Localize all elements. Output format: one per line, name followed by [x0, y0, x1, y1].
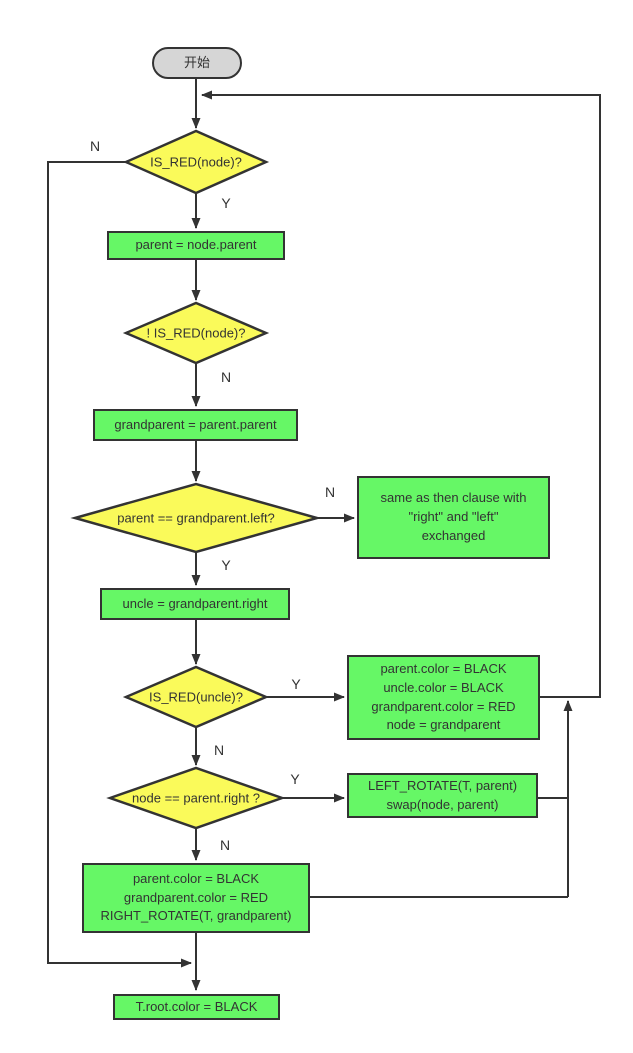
process-recolor: parent.color = BLACK uncle.color = BLACK…: [347, 655, 540, 740]
decision-node-is-right: [106, 766, 286, 830]
process-same-as-then-clause: same as then clause with "right" and "le…: [357, 476, 550, 559]
edge-label-d3-yes: Y: [221, 557, 231, 573]
edge-label-d1-yes: Y: [221, 195, 231, 211]
edge-d1-no: [47, 161, 192, 968]
edge-label-d4-yes: Y: [291, 676, 301, 692]
edge-label-d5-no: N: [219, 837, 231, 853]
decision-parent-is-left: [70, 482, 322, 554]
decision-parent-is-left-label: parent == grandparent.left?: [117, 510, 275, 526]
decision-is-red-node-label: IS_RED(node)?: [150, 154, 242, 170]
edge-label-d1-no: N: [89, 138, 101, 154]
process-root-black: T.root.color = BLACK: [113, 994, 280, 1020]
process-set-uncle: uncle = grandparent.right: [100, 588, 290, 620]
decision-is-red-node: [122, 129, 270, 195]
process-left-rotate: LEFT_ROTATE(T, parent) swap(node, parent…: [347, 773, 538, 818]
process-right-rotate: parent.color = BLACK grandparent.color =…: [82, 863, 310, 933]
edge-loopback-top: [201, 90, 601, 698]
edge-label-d4-no: N: [213, 742, 225, 758]
edge-label-d3-no: N: [324, 484, 336, 500]
edge-label-d5-yes: Y: [290, 771, 300, 787]
decision-not-is-red-node-label: ! IS_RED(node)?: [146, 325, 246, 341]
process-set-grandparent: grandparent = parent.parent: [93, 409, 298, 441]
decision-node-is-right-label: node == parent.right ?: [132, 790, 260, 806]
decision-not-is-red-node: [122, 301, 270, 365]
decision-is-red-uncle: [122, 665, 270, 729]
decision-is-red-uncle-label: IS_RED(uncle)?: [149, 689, 243, 705]
start-node: 开始: [152, 47, 242, 79]
edge-label-d2-no: N: [220, 369, 232, 385]
process-set-parent: parent = node.parent: [107, 231, 285, 260]
